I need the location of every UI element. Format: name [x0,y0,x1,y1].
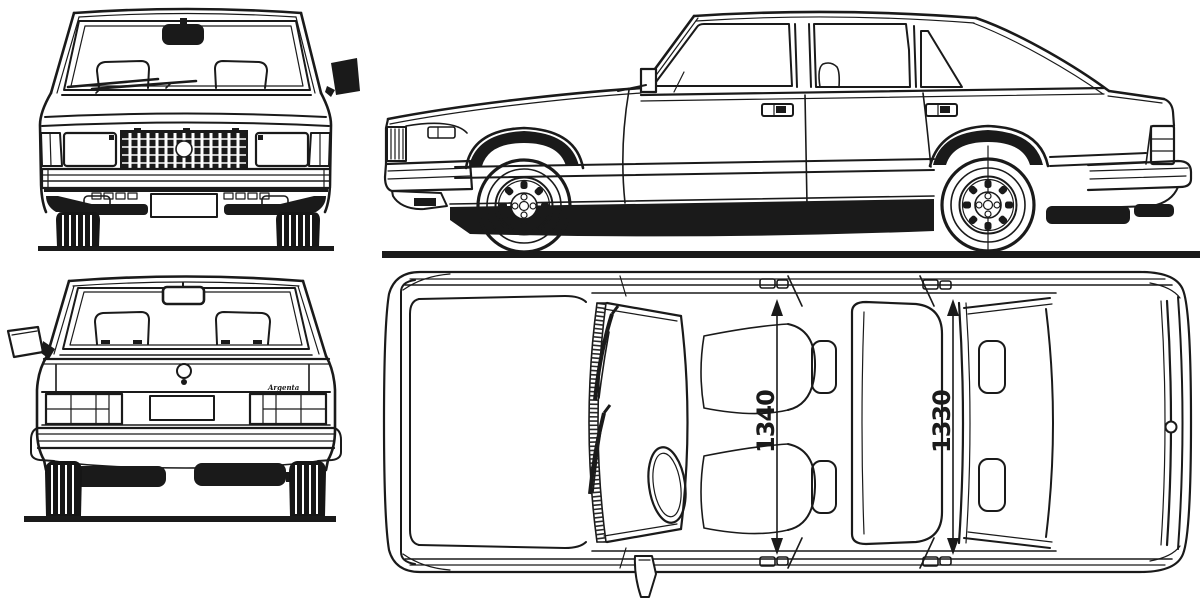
rear-wheel [940,145,1036,258]
dimension-rear-cabin: 1330 [928,299,959,555]
tail-light-cluster-left [44,392,124,426]
windshield-cowl [588,302,607,543]
headrest [818,62,841,88]
trunk-lock [176,363,192,379]
body-outline [382,270,1193,574]
headlight-left [62,131,118,168]
interior-mirror [161,282,206,306]
windshield [679,314,689,531]
side-mirror [325,58,360,97]
door-handle [759,556,789,567]
side-mirror [633,555,657,598]
front-door-window [652,23,793,87]
corner-lamp [40,132,63,167]
front-seat [700,443,837,535]
front-right-tire [276,212,320,247]
corner-lamp [308,132,331,167]
front-seat [700,323,837,415]
grille [120,130,248,171]
front-ground-line [38,246,334,251]
door-handle [925,103,958,117]
dimension-label-rear: 1330 [928,390,956,453]
headrest [978,340,1006,394]
front-left-tire [56,212,100,247]
exhaust-shadow [74,466,166,487]
license-plate-recess [149,395,215,421]
headrest [215,311,271,345]
license-plate [150,193,218,218]
interior-mirror [162,18,204,45]
rear-door-window [813,23,911,88]
quarter-window [920,30,963,88]
steering-wheel [647,446,687,524]
side-ground-line [382,251,1200,258]
wipers [66,77,198,94]
headrest [214,60,268,89]
front-windshield [63,20,311,91]
side-headlight [386,126,407,162]
front-bumper [40,167,332,192]
side-mirror [6,325,55,359]
headrest [96,60,150,89]
tail-light-side [1145,124,1176,166]
side-marker-lamp [427,126,456,139]
rear-view-drawing: Argenta [6,275,342,522]
rear-bench-seat [850,300,944,546]
side-view-drawing [382,10,1200,258]
rear-ground-line [24,516,336,522]
front-view-drawing [38,7,360,251]
headrest [978,458,1006,512]
exhaust-shadow [194,463,286,486]
front-valance [59,192,313,218]
rear-right-tire [289,461,326,516]
rear-window [1045,308,1054,538]
side-rear-bumper [1046,159,1193,224]
dimension-front-cabin: 1340 [752,299,783,555]
side-front-bumper [383,159,474,211]
dimension-label-front: 1340 [752,390,780,453]
door-handle [922,556,952,567]
door-handle [759,278,789,289]
wipers [588,305,620,495]
door-handle [922,279,952,290]
side-mirror [639,67,658,94]
rear-left-tire [45,461,82,516]
rear-bumper [30,426,342,469]
model-badge: Argenta [267,383,300,392]
headlight-right [254,131,310,168]
top-view-drawing: 1340 1330 [382,270,1193,598]
door-handle [761,103,794,117]
front-wheel [476,158,572,254]
tail-light-cluster-right [248,392,328,426]
trunk-lock [1164,420,1178,434]
headrest [94,311,150,345]
grille-emblem [175,140,193,158]
rear-window [62,287,310,350]
